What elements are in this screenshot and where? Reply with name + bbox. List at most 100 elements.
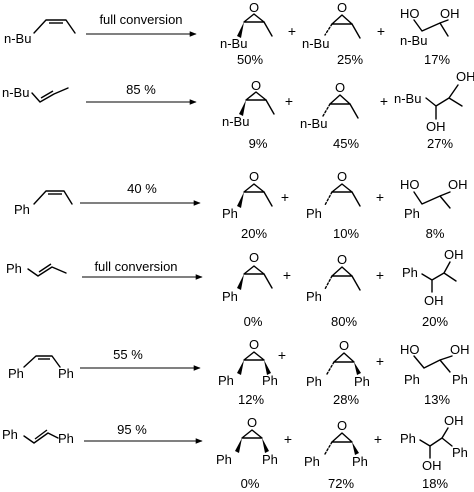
epoxide-oxygen: O	[337, 418, 347, 433]
product-label-2: Ph	[262, 452, 278, 467]
product-label: n-Bu	[220, 36, 247, 51]
reaction-arrow-2: 85 %	[86, 82, 197, 105]
arrow-condition: full conversion	[94, 259, 177, 274]
arrow-condition: 55 %	[113, 347, 143, 362]
product-cis-epoxide: Ph Ph O 12%	[218, 337, 278, 407]
product-trans-epoxide: n-Bu O 45%	[300, 80, 359, 151]
product-label: n-Bu	[300, 116, 327, 131]
product-label-2: Ph	[262, 373, 278, 388]
plus-sign: +	[376, 353, 384, 369]
arrow-condition: 95 %	[117, 422, 147, 437]
reaction-row-4: Ph full conversion Ph O 0% + Ph O 80% + …	[6, 247, 464, 329]
epoxide-oxygen: O	[337, 169, 347, 184]
product-label-2: Ph	[352, 454, 368, 469]
product-label: Ph	[306, 206, 322, 221]
diol-hydroxyl-2: OH	[448, 177, 468, 192]
product-cis-epoxide: n-Bu O 50%	[220, 0, 273, 67]
reaction-arrow-6: 95 %	[84, 422, 203, 444]
product-trans-epoxide: Ph Ph O 72%	[304, 418, 368, 491]
product-trans-epoxide: n-Bu O 25%	[302, 0, 363, 67]
product-yield: 12%	[238, 392, 264, 407]
product-yield: 10%	[333, 226, 359, 241]
plus-sign: +	[285, 93, 293, 109]
plus-sign: +	[288, 23, 296, 39]
epoxide-oxygen: O	[249, 169, 259, 184]
reaction-arrow-3: 40 %	[80, 181, 201, 206]
epoxide-oxygen: O	[249, 337, 259, 352]
product-label: Ph	[306, 289, 322, 304]
product-label: Ph	[222, 206, 238, 221]
epoxide-oxygen: O	[249, 0, 259, 15]
product-cis-epoxide: Ph O 20%	[222, 169, 273, 241]
product-yield: 18%	[422, 476, 448, 491]
product-label: Ph	[304, 454, 320, 469]
reaction-row-1: n-Bu full conversion n-Bu O 50% + n-Bu O…	[4, 0, 460, 67]
substrate-cis-alkene-3: Ph	[14, 190, 73, 217]
substrate-label-2: Ph	[58, 366, 74, 381]
plus-sign: +	[380, 93, 388, 109]
reaction-arrow-5: 55 %	[80, 347, 201, 371]
epoxide-oxygen: O	[337, 252, 347, 267]
product-label: Ph	[222, 289, 238, 304]
plus-sign: +	[283, 267, 291, 283]
product-diol: n-Bu OH OH 27%	[394, 69, 474, 151]
substrate-trans-alkene-4: Ph	[6, 261, 67, 277]
reaction-row-2: n-Bu 85 % n-Bu O 9% + n-Bu O 45% + n-Bu	[2, 69, 474, 151]
diol-hydroxyl-2: OH	[426, 119, 446, 134]
substrate-label: Ph	[8, 366, 24, 381]
product-label: n-Bu	[222, 114, 249, 129]
product-yield: 9%	[249, 136, 268, 151]
diol-hydroxyl-2: OH	[424, 293, 444, 308]
product-cis-epoxide: n-Bu O 9%	[222, 78, 275, 151]
product-cis-epoxide: Ph O 0%	[222, 250, 273, 329]
plus-sign: +	[281, 189, 289, 205]
substrate-label-2: Ph	[58, 431, 74, 446]
product-label: Ph	[306, 374, 322, 389]
product-yield: 8%	[426, 226, 445, 241]
substrate-label: Ph	[2, 427, 18, 442]
diol-hydroxyl-2: OH	[450, 342, 470, 357]
product-label: Ph	[400, 431, 416, 446]
substrate-trans-alkene-6: Ph Ph	[2, 427, 74, 446]
product-trans-epoxide: Ph O 10%	[306, 169, 361, 241]
substrate-cis-alkene-1: n-Bu	[4, 19, 76, 46]
reaction-row-6: Ph Ph 95 % Ph Ph O 0% + Ph Ph O 72%	[2, 413, 468, 491]
product-yield: 72%	[328, 476, 354, 491]
product-diol: HO OH Ph Ph 13%	[400, 342, 470, 407]
product-yield: 25%	[337, 52, 363, 67]
arrow-condition: full conversion	[99, 12, 182, 27]
product-label: n-Bu	[394, 91, 421, 106]
epoxide-oxygen: O	[249, 250, 259, 265]
product-yield: 0%	[244, 314, 263, 329]
product-diol: Ph Ph OH OH 18%	[400, 413, 468, 491]
diol-hydroxyl-1: HO	[400, 342, 420, 357]
epoxide-oxygen: O	[247, 415, 257, 430]
product-label: Ph	[402, 265, 418, 280]
diol-hydroxyl-2: OH	[440, 6, 460, 21]
product-label-2: Ph	[452, 445, 468, 460]
epoxide-oxygen: O	[337, 0, 347, 15]
epoxide-oxygen: O	[339, 338, 349, 353]
product-yield: 28%	[333, 392, 359, 407]
diol-hydroxyl-1: HO	[400, 177, 420, 192]
product-label: n-Bu	[400, 33, 427, 48]
arrow-condition: 85 %	[126, 82, 156, 97]
plus-sign: +	[376, 189, 384, 205]
product-cis-epoxide: Ph Ph O 0%	[216, 415, 278, 491]
product-label: Ph	[218, 373, 234, 388]
reaction-row-5: Ph Ph 55 % Ph Ph O 12% + Ph Ph O 28%	[8, 337, 470, 407]
diol-hydroxyl-1: OH	[456, 69, 474, 84]
substrate-label: n-Bu	[2, 85, 29, 100]
substrate-label: Ph	[14, 202, 30, 217]
arrow-condition: 40 %	[127, 181, 157, 196]
product-diol: HO OH Ph 8%	[400, 177, 468, 241]
product-label-2: Ph	[354, 374, 370, 389]
product-diol: HO OH n-Bu 17%	[400, 6, 460, 67]
epoxide-oxygen: O	[251, 78, 261, 93]
product-yield: 80%	[331, 314, 357, 329]
product-label: n-Bu	[302, 36, 329, 51]
plus-sign: +	[284, 431, 292, 447]
product-label-2: Ph	[452, 372, 468, 387]
diol-hydroxyl-1: OH	[444, 247, 464, 262]
